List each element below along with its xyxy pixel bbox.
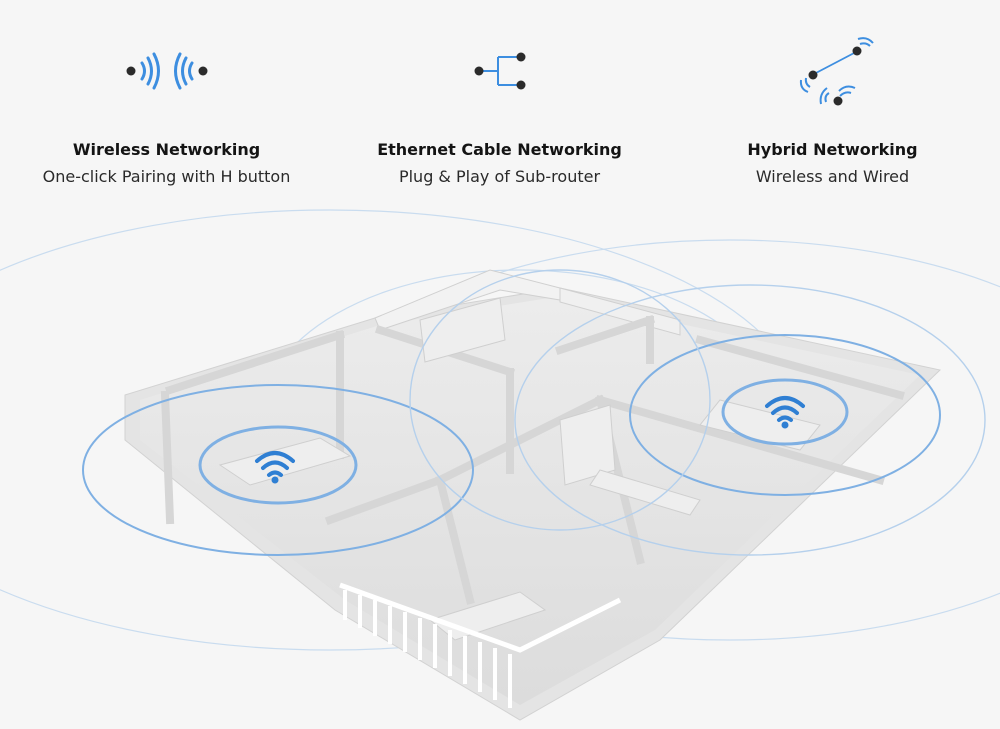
balcony-railing [343, 590, 512, 708]
features-row: Wireless Networking One-click Pairing wi… [0, 0, 1000, 200]
wireless-pairing-icon [126, 52, 207, 90]
signal-rings-right [629, 334, 941, 496]
feature-subtitle: Plug & Play of Sub-router [398, 167, 601, 186]
feature-title: Wireless Networking [72, 140, 261, 159]
feature-subtitle: One-click Pairing with H button [42, 167, 291, 186]
wifi-node-right [765, 396, 805, 429]
signal-rings-mid [409, 269, 986, 556]
apartment-floor-plan [124, 269, 942, 721]
feature-title: Hybrid Networking [747, 140, 918, 159]
feature-subtitle: Wireless and Wired [755, 167, 910, 186]
ethernet-branch-icon [474, 52, 525, 90]
floor-plan-scene [0, 209, 1000, 721]
hybrid-network-icon [799, 37, 874, 106]
wifi-node-left [255, 451, 295, 484]
feature-title: Ethernet Cable Networking [377, 140, 622, 159]
signal-rings-left [82, 384, 474, 556]
